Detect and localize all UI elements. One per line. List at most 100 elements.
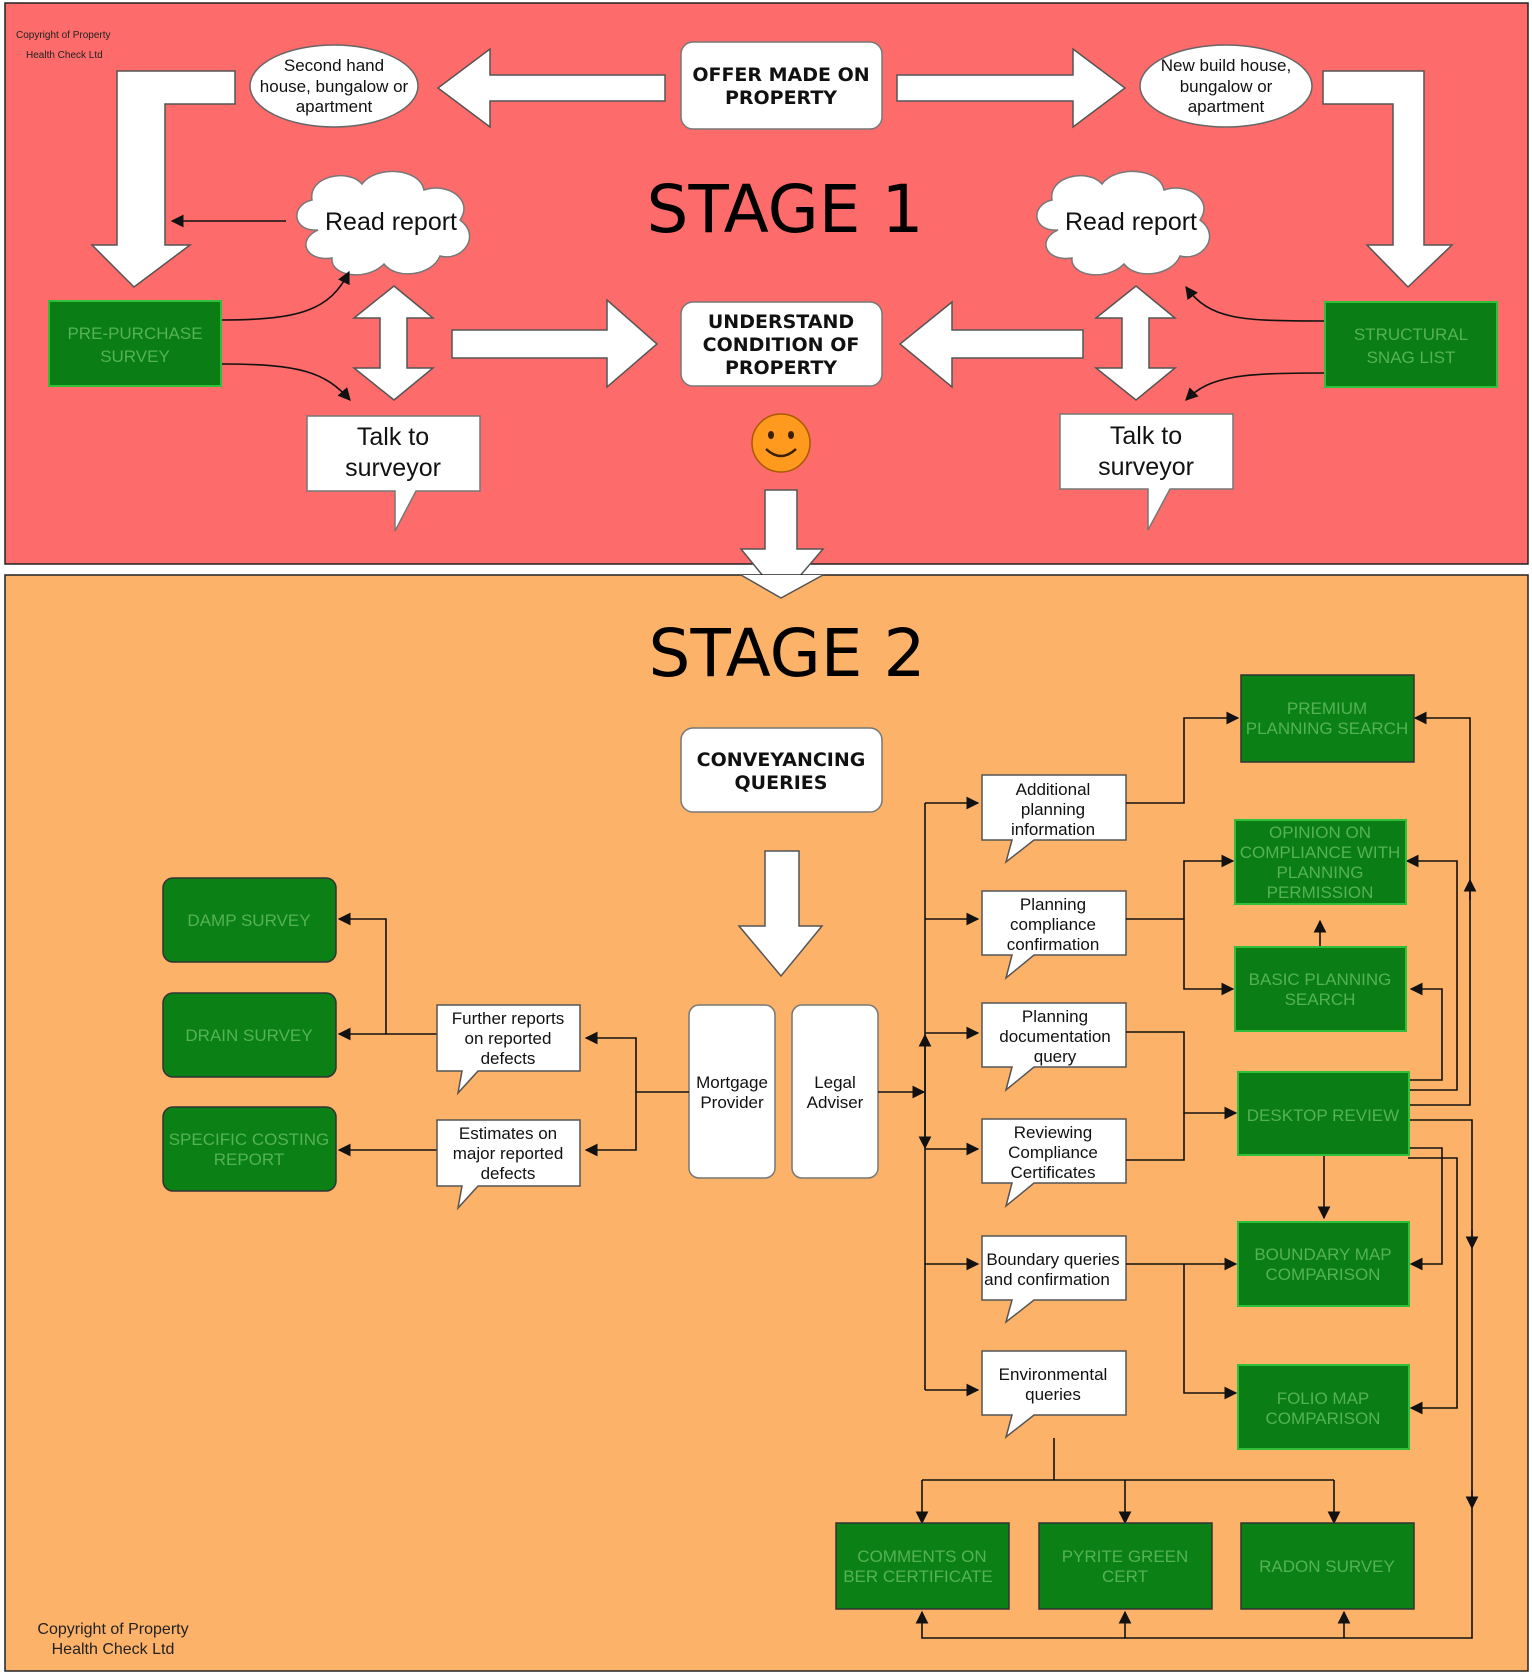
snag-to-read-report-arrow <box>1185 285 1326 322</box>
ber-line2: BER CERTIFICATE <box>843 1567 993 1586</box>
environmental-line2: queries <box>1025 1385 1081 1404</box>
ber-certificate-box: COMMENTS ON BER CERTIFICATE <box>835 1522 1010 1610</box>
new-build-line3: apartment <box>1188 97 1265 116</box>
second-hand-line3: apartment <box>296 97 373 116</box>
talk-left-line2: surveyor <box>345 454 441 482</box>
basic-line2: SEARCH <box>1285 990 1356 1009</box>
additional-line1: Additional <box>1016 780 1091 799</box>
reviewing-compliance-bubble: Reviewing Compliance Certificates <box>981 1118 1127 1209</box>
pyrite-line1: PYRITE GREEN <box>1062 1547 1189 1566</box>
boundary-map-comparison-box: BOUNDARY MAP COMPARISON <box>1237 1221 1410 1307</box>
basic-planning-search-box: BASIC PLANNING SEARCH <box>1234 946 1407 1032</box>
documentation-line2: documentation <box>999 1027 1111 1046</box>
structural-snag-list-box: STRUCTURAL SNAG LIST <box>1324 301 1498 388</box>
radon-label: RADON SURVEY <box>1259 1557 1395 1576</box>
compliance-line3: confirmation <box>1007 935 1100 954</box>
understand-condition-box: UNDERSTAND CONDITION OF PROPERTY <box>680 301 883 387</box>
estimates-line1: Estimates on <box>459 1124 557 1143</box>
estimates-line3: defects <box>481 1164 536 1183</box>
costing-line1: SPECIFIC COSTING <box>169 1130 330 1149</box>
planning-compliance-bubble: Planning compliance confirmation <box>981 890 1127 981</box>
damp-survey-box: DAMP SURVEY <box>162 877 337 963</box>
costing-line2: REPORT <box>214 1150 285 1169</box>
understand-line3: PROPERTY <box>725 357 837 379</box>
desktop-to-basic-loop <box>1408 982 1443 1081</box>
reviewing-line2: Compliance <box>1008 1143 1098 1162</box>
premium-planning-search-box: PREMIUM PLANNING SEARCH <box>1240 674 1415 763</box>
compliance-to-opinion-arrow <box>1126 854 1235 920</box>
conveyancing-line1: CONVEYANCING <box>697 749 866 771</box>
estimates-line2: major reported <box>453 1144 564 1163</box>
pyrite-green-cert-box: PYRITE GREEN CERT <box>1038 1522 1213 1610</box>
desktop-to-premium-loop <box>1408 711 1471 1106</box>
understand-line1: UNDERSTAND <box>708 311 854 333</box>
premium-line1: PREMIUM <box>1287 699 1367 718</box>
talk-right-line1: Talk to <box>1110 422 1182 450</box>
ber-line1: COMMENTS ON <box>857 1547 986 1566</box>
copyright-bottom-line1: Copyright of Property <box>37 1621 188 1638</box>
new-build-ellipse: New build house, bungalow or apartment <box>1139 44 1313 128</box>
radon-survey-box: RADON SURVEY <box>1240 1522 1415 1610</box>
legal-line2: Adviser <box>807 1093 864 1112</box>
premium-line2: PLANNING SEARCH <box>1246 719 1408 738</box>
mortgage-line2: Provider <box>700 1093 764 1112</box>
documentation-line3: query <box>1034 1047 1077 1066</box>
documentation-line <box>1126 1031 1185 1113</box>
opinion-line3: PLANNING <box>1277 863 1364 882</box>
additional-planning-bubble: Additional planning information <box>981 774 1127 864</box>
double-arrow-left <box>351 285 436 401</box>
opinion-line1: OPINION ON <box>1269 823 1371 842</box>
new-build-line2: bungalow or <box>1180 77 1273 96</box>
desktop-to-bottom-loop <box>1344 1119 1473 1639</box>
arrow-offer-to-new-build <box>896 47 1127 129</box>
folio-map-comparison-box: FOLIO MAP COMPARISON <box>1237 1364 1410 1450</box>
compliance-line1: Planning <box>1020 895 1086 914</box>
understand-line2: CONDITION OF <box>703 334 860 356</box>
opinion-line2: COMPLIANCE WITH <box>1240 843 1401 862</box>
offer-line1: OFFER MADE ON <box>692 64 869 86</box>
talk-to-surveyor-bubble-left: Talk to surveyor <box>306 415 481 532</box>
mortgage-line1: Mortgage <box>696 1073 768 1092</box>
smiley-icon <box>751 413 811 473</box>
snag-to-talk-arrow <box>1185 372 1326 401</box>
basic-line1: BASIC PLANNING <box>1249 970 1392 989</box>
folio-line1: FOLIO MAP <box>1277 1389 1370 1408</box>
read-report-cloud-left: Read report <box>296 170 471 276</box>
copyright-small-line1: Copyright of Property <box>16 30 111 41</box>
second-hand-line2: house, bungalow or <box>260 77 409 96</box>
further-line3: defects <box>481 1049 536 1068</box>
damp-label: DAMP SURVEY <box>187 911 310 930</box>
copyright-bottom-line2: Health Check Ltd <box>52 1641 175 1658</box>
second-hand-line1: Second hand <box>284 56 384 75</box>
survey-to-read-report-arrow <box>221 270 350 321</box>
arrow-left-elbow-down <box>90 70 236 288</box>
talk-right-line2: surveyor <box>1098 453 1194 481</box>
pre-purchase-line2: SURVEY <box>100 347 170 366</box>
environmental-line1: Environmental <box>999 1365 1108 1384</box>
desktop-to-folio-loop <box>1408 1157 1458 1415</box>
arrow-left-to-understand <box>451 298 659 389</box>
boundary-to-folio-arrow <box>1183 1264 1238 1400</box>
pyrite-line2: CERT <box>1102 1567 1148 1586</box>
loop-to-ber-arrow <box>915 1610 1125 1639</box>
additional-line3: information <box>1011 820 1095 839</box>
legal-line1: Legal <box>814 1073 856 1092</box>
desktop-review-box: DESKTOP REVIEW <box>1237 1071 1410 1156</box>
boundary-queries-line2: and confirmation <box>984 1270 1110 1289</box>
arrow-right-elbow-down <box>1322 70 1454 289</box>
opinion-line4: PERMISSION <box>1267 883 1374 902</box>
read-report-right-label: Read report <box>1065 208 1197 236</box>
structural-line2: SNAG LIST <box>1367 348 1456 367</box>
further-to-damp-arrow <box>337 912 437 1035</box>
boundary-queries-line1: Boundary queries <box>986 1250 1119 1269</box>
talk-to-surveyor-bubble-right: Talk to surveyor <box>1059 413 1234 531</box>
stage1-title: STAGE 1 <box>647 171 924 248</box>
pre-purchase-line1: PRE-PURCHASE <box>67 324 202 343</box>
arrow-offer-to-second-hand <box>436 47 666 129</box>
boundary-map-line1: BOUNDARY MAP <box>1254 1245 1391 1264</box>
drain-survey-box: DRAIN SURVEY <box>162 992 337 1078</box>
structural-line1: STRUCTURAL <box>1354 325 1468 344</box>
arrow-right-to-understand <box>898 300 1084 389</box>
reviewing-line3: Certificates <box>1010 1163 1095 1182</box>
